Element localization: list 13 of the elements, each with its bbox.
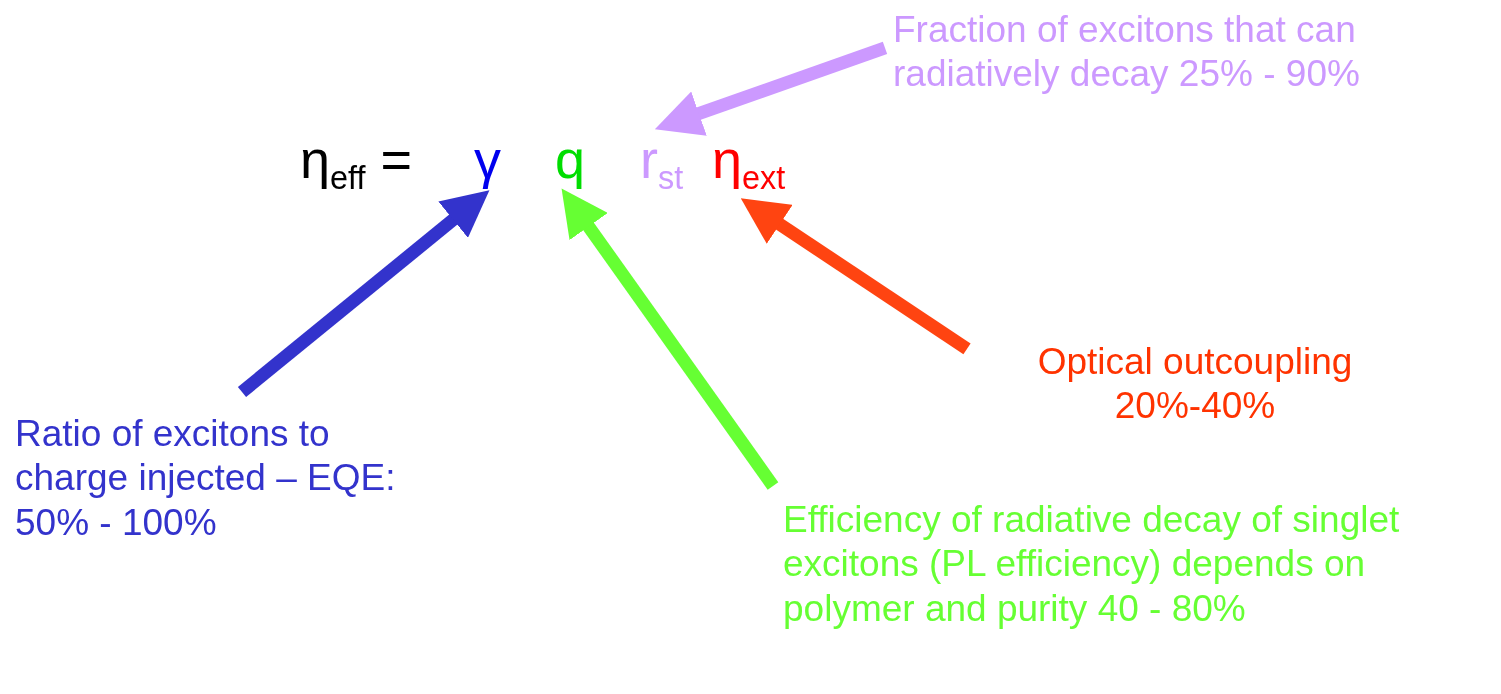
equation-term: q bbox=[555, 128, 586, 191]
arrow bbox=[561, 188, 779, 490]
equation-term: η$_{ext}$ bbox=[712, 128, 786, 198]
annotation-text: Efficiency of radiative decay of singlet excitons (PL efficiency) depends on polymer and purity 40 - 80% bbox=[783, 498, 1423, 632]
arrow bbox=[740, 198, 971, 355]
arrow bbox=[654, 41, 888, 136]
equation-term: r$_{st}$ bbox=[640, 128, 684, 198]
equation-term: γ bbox=[474, 128, 501, 191]
arrow bbox=[237, 190, 490, 398]
equation-text: η$_{eff}$ = bbox=[300, 128, 413, 198]
annotation-text: Fraction of excitons that can radiatively decay 25% - 90% bbox=[893, 8, 1498, 97]
annotation-text: Optical outcoupling 20%-40% bbox=[975, 340, 1415, 429]
annotation-text: Ratio of excitons to charge injected – EQE: 50% - 100% bbox=[15, 412, 435, 546]
